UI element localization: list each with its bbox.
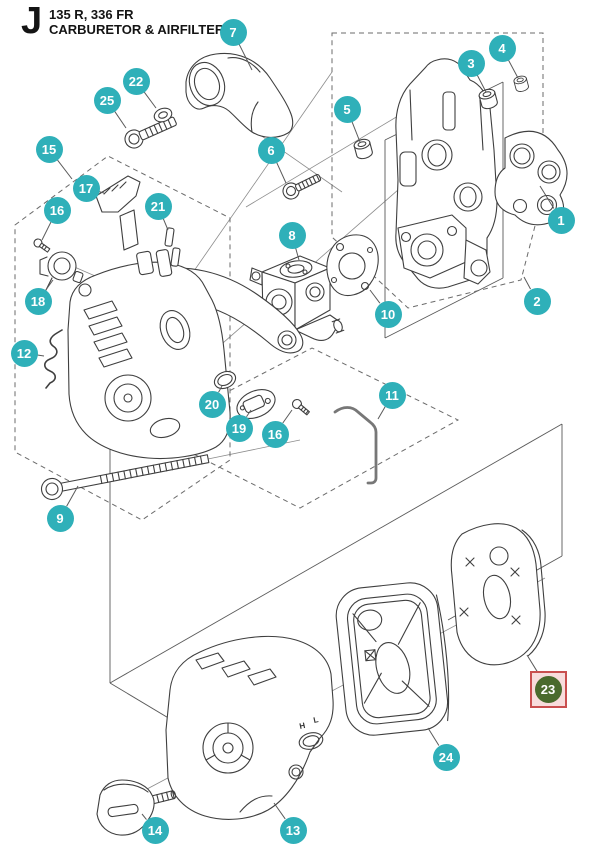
callout-24[interactable]: 24: [432, 743, 460, 771]
callout-6[interactable]: 6: [257, 136, 285, 164]
part-screw-16-b: [291, 398, 310, 416]
callout-19[interactable]: 19: [225, 414, 253, 442]
callout-3[interactable]: 3: [457, 49, 485, 77]
dashed-box-top-right: [331, 32, 544, 309]
model-title: 135 R, 336 FR: [49, 7, 134, 22]
callout-21[interactable]: 21: [144, 192, 172, 220]
part-bushing-4: [513, 75, 529, 92]
part-air-filter: [450, 523, 546, 666]
part-pins-21: [164, 227, 181, 267]
part-wire-clip: [43, 329, 63, 389]
part-carburetor: [249, 255, 345, 341]
callout-15[interactable]: 15: [35, 135, 63, 163]
callout-7[interactable]: 7: [219, 18, 247, 46]
callout-25[interactable]: 25: [93, 86, 121, 114]
callout-9[interactable]: 9: [46, 504, 74, 532]
callout-16-b[interactable]: 16: [261, 420, 289, 448]
callout-18[interactable]: 18: [24, 287, 52, 315]
callout-23[interactable]: 23: [534, 675, 562, 703]
callout-8[interactable]: 8: [278, 221, 306, 249]
part-knob-screw: [96, 779, 177, 836]
callout-14[interactable]: 14: [141, 816, 169, 844]
callout-17[interactable]: 17: [72, 174, 100, 202]
part-gasket: [326, 234, 379, 296]
cover-marking-h: H: [299, 721, 307, 731]
callout-20[interactable]: 20: [198, 390, 226, 418]
part-throttle-rod: [333, 406, 378, 485]
callout-13[interactable]: 13: [279, 816, 307, 844]
callout-22[interactable]: 22: [122, 67, 150, 95]
section-letter: J: [21, 0, 43, 42]
part-bracket-assembly: [395, 58, 498, 289]
part-valve-18: [39, 251, 84, 291]
part-filter-housing: [335, 582, 450, 736]
callout-4[interactable]: 4: [488, 34, 516, 62]
callout-16-a[interactable]: 16: [43, 196, 71, 224]
part-screw-6: [282, 173, 322, 200]
dashed-group-boxes: [14, 32, 544, 521]
part-screw-16-a: [33, 238, 51, 253]
part-washer-22: [153, 107, 173, 123]
part-filter-cover: H L: [165, 635, 334, 820]
part-throttle-housing: [67, 249, 304, 460]
part-seal-20: [213, 370, 237, 390]
part-lever-17: [95, 175, 141, 251]
callout-11[interactable]: 11: [378, 381, 406, 409]
page-title: CARBURETOR & AIRFILTER: [49, 22, 225, 37]
part-bushing-3: [478, 88, 498, 110]
callout-5[interactable]: 5: [333, 95, 361, 123]
part-bolt-9: [40, 454, 210, 501]
part-screw-25: [124, 116, 177, 149]
callout-10[interactable]: 10: [374, 300, 402, 328]
callout-2[interactable]: 2: [523, 287, 551, 315]
part-intake-elbow: [185, 52, 294, 138]
callout-1[interactable]: 1: [547, 206, 575, 234]
callout-12[interactable]: 12: [10, 339, 38, 367]
cover-marking-l: L: [313, 715, 320, 725]
dashed-box-middle: [148, 347, 460, 509]
